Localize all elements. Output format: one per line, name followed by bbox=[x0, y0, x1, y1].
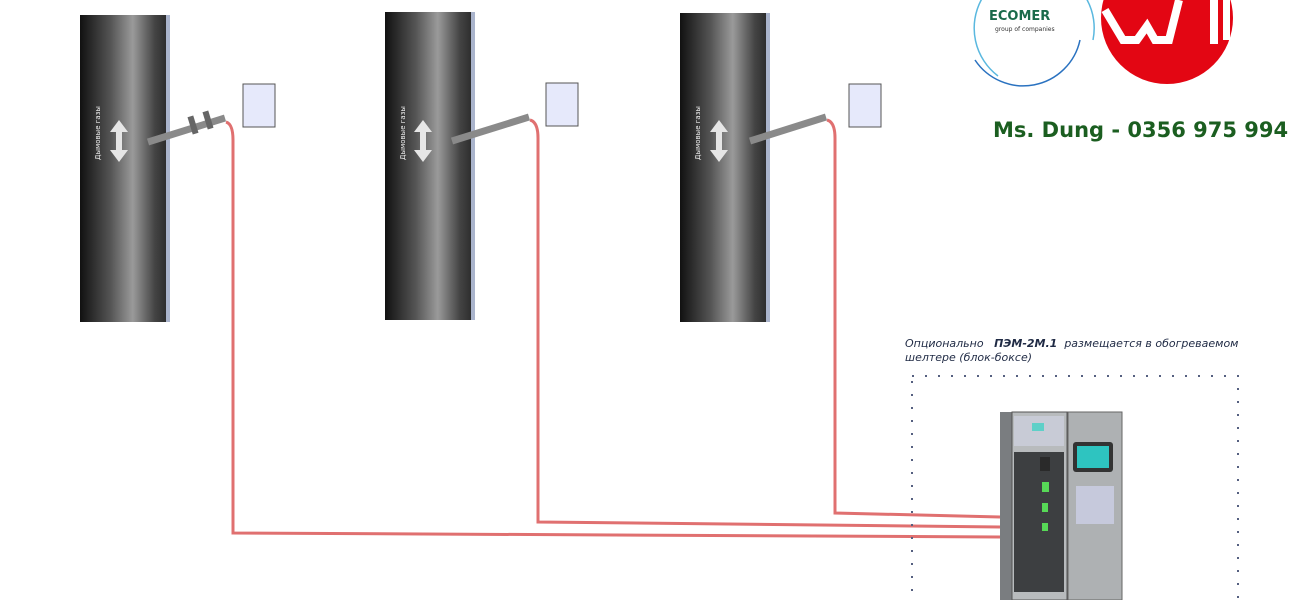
wili-logo bbox=[1101, 0, 1233, 84]
pipe-3: Дымовые газы bbox=[680, 13, 882, 322]
shelter-note: Опционально ПЭМ-2М.1 размещается в обогр… bbox=[905, 337, 1245, 365]
probe bbox=[146, 110, 227, 146]
ecomer-logo: ECOMER group of companies bbox=[973, 0, 1095, 87]
cable-1 bbox=[225, 120, 1001, 539]
double-arrow-icon bbox=[110, 120, 128, 162]
pipe-label: Дымовые газы bbox=[399, 106, 407, 160]
svg-text:ECOMER: ECOMER bbox=[989, 9, 1050, 24]
double-arrow-icon bbox=[414, 120, 432, 162]
note-prefix: Опционально bbox=[905, 337, 984, 350]
note-suffix: размещается в обогреваемом шелтере (блок… bbox=[905, 337, 1239, 364]
cable-2 bbox=[529, 118, 1001, 529]
double-arrow-icon bbox=[710, 120, 728, 162]
cables bbox=[225, 118, 1001, 539]
pipe-2: Дымовые газы bbox=[385, 12, 579, 320]
note-model: ПЭМ-2М.1 bbox=[994, 337, 1058, 350]
pipe-label: Дымовые газы bbox=[694, 106, 702, 160]
svg-text:group of companies: group of companies bbox=[995, 26, 1055, 33]
cabinet-pem bbox=[1000, 411, 1123, 600]
pipe-1: Дымовые газы bbox=[80, 15, 276, 322]
contact-phone: Ms. Dung - 0356 975 994 bbox=[993, 118, 1289, 142]
cable-3 bbox=[826, 118, 1001, 519]
analyzer-box bbox=[242, 83, 276, 128]
pipe-label: Дымовые газы bbox=[94, 106, 102, 160]
